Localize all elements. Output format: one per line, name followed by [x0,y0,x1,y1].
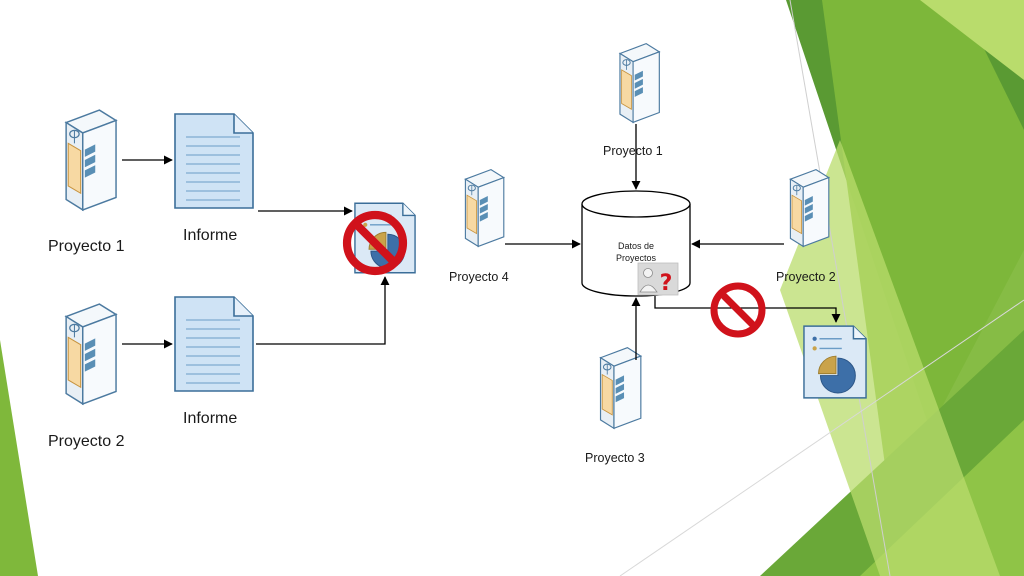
project-4-server-icon [464,168,505,248]
database-label: Datos de Proyectos [606,240,666,264]
left-arrows [122,155,390,349]
right-arrows [505,124,841,360]
left-report-1-label: Informe [183,227,238,244]
database-label-line-1: Datos de [617,241,655,251]
project-2-server-icon-right [789,168,830,248]
project-1-server-icon [65,109,117,211]
project-2-server-icon [65,303,117,405]
right-project-4-label: Proyecto 4 [449,270,509,284]
svg-text:?: ? [660,271,673,296]
report-2-document-icon [174,296,254,392]
arrow-database-to-report [654,296,841,323]
project-3-server-icon [599,346,642,430]
right-project-1-label: Proyecto 1 [603,144,663,158]
report-chart-icon-right [803,325,867,399]
help-person-icon: ? [637,262,679,296]
right-project-3-label: Proyecto 3 [585,451,645,465]
left-project-2-label: Proyecto 2 [48,433,125,450]
left-project-1-label: Proyecto 1 [48,238,125,255]
arrow-report2-to-combined [256,276,390,345]
report-1-document-icon [174,113,254,209]
right-project-2-label: Proyecto 2 [776,270,836,284]
prohibited-icon-right [714,286,762,334]
database-label-line-2: Proyectos [615,253,657,263]
project-1-server-icon-right [619,43,660,123]
left-report-2-label: Informe [183,410,238,427]
